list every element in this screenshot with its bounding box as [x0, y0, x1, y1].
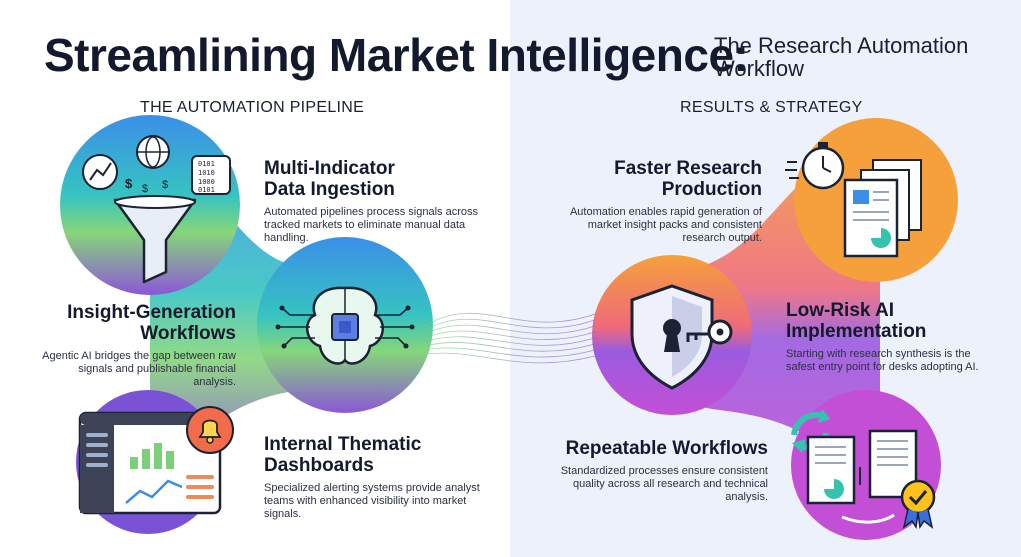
- result-title: Faster Research Production: [614, 158, 762, 200]
- right-section-header: RESULTS & STRATEGY: [680, 99, 863, 116]
- svg-text:$: $: [142, 183, 148, 195]
- result-title: Low-Risk AI Implementation: [786, 300, 927, 342]
- step-description: Agentic AI bridges the gap between raw s…: [42, 350, 236, 388]
- result-low-risk-ai: Low-Risk AI Implementation Starting with…: [786, 300, 996, 374]
- svg-text:1010: 1010: [198, 169, 215, 177]
- step-title: Multi-Indicator Data Ingestion: [264, 158, 395, 200]
- step-title: Internal Thematic Dashboards: [264, 434, 422, 476]
- shield-lock-icon: [630, 284, 733, 390]
- svg-text:0101: 0101: [198, 186, 215, 194]
- dashboard-bell-icon: [78, 406, 234, 515]
- result-description: Automation enables rapid generation of m…: [569, 206, 762, 244]
- funnel-icon: 0101 1010 1000 0101 $ $ $: [82, 135, 231, 284]
- result-faster-research: Faster Research Production Automation en…: [558, 158, 762, 245]
- svg-text:$: $: [125, 176, 133, 191]
- left-section-header: THE AUTOMATION PIPELINE: [140, 99, 365, 116]
- pipeline-step-insight-generation: Insight-Generation Workflows Agentic AI …: [40, 302, 236, 389]
- svg-text:$: $: [162, 179, 168, 191]
- result-repeatable-workflows: Repeatable Workflows Standardized proces…: [558, 438, 768, 504]
- step-description: Automated pipelines process signals acro…: [264, 206, 479, 244]
- step-description: Specialized alerting systems provide ana…: [264, 482, 480, 520]
- page-title: Streamlining Market Intelligence:: [44, 29, 749, 81]
- pipeline-step-data-ingestion: Multi-Indicator Data Ingestion Automated…: [264, 158, 489, 245]
- page-subtitle: The Research Automation Workflow: [714, 33, 969, 81]
- repeat-documents-badge-icon: [791, 409, 936, 530]
- result-description: Starting with research synthesis is the …: [786, 348, 979, 373]
- svg-text:1000: 1000: [198, 178, 215, 186]
- result-description: Standardized processes ensure consistent…: [560, 465, 768, 503]
- ai-chip-brain-icon: [275, 286, 415, 365]
- pipeline-step-dashboards: Internal Thematic Dashboards Specialized…: [264, 434, 489, 521]
- step-title: Insight-Generation Workflows: [67, 302, 236, 344]
- result-title: Repeatable Workflows: [565, 438, 768, 459]
- stopwatch-documents-icon: [785, 142, 922, 258]
- svg-text:0101: 0101: [198, 160, 215, 168]
